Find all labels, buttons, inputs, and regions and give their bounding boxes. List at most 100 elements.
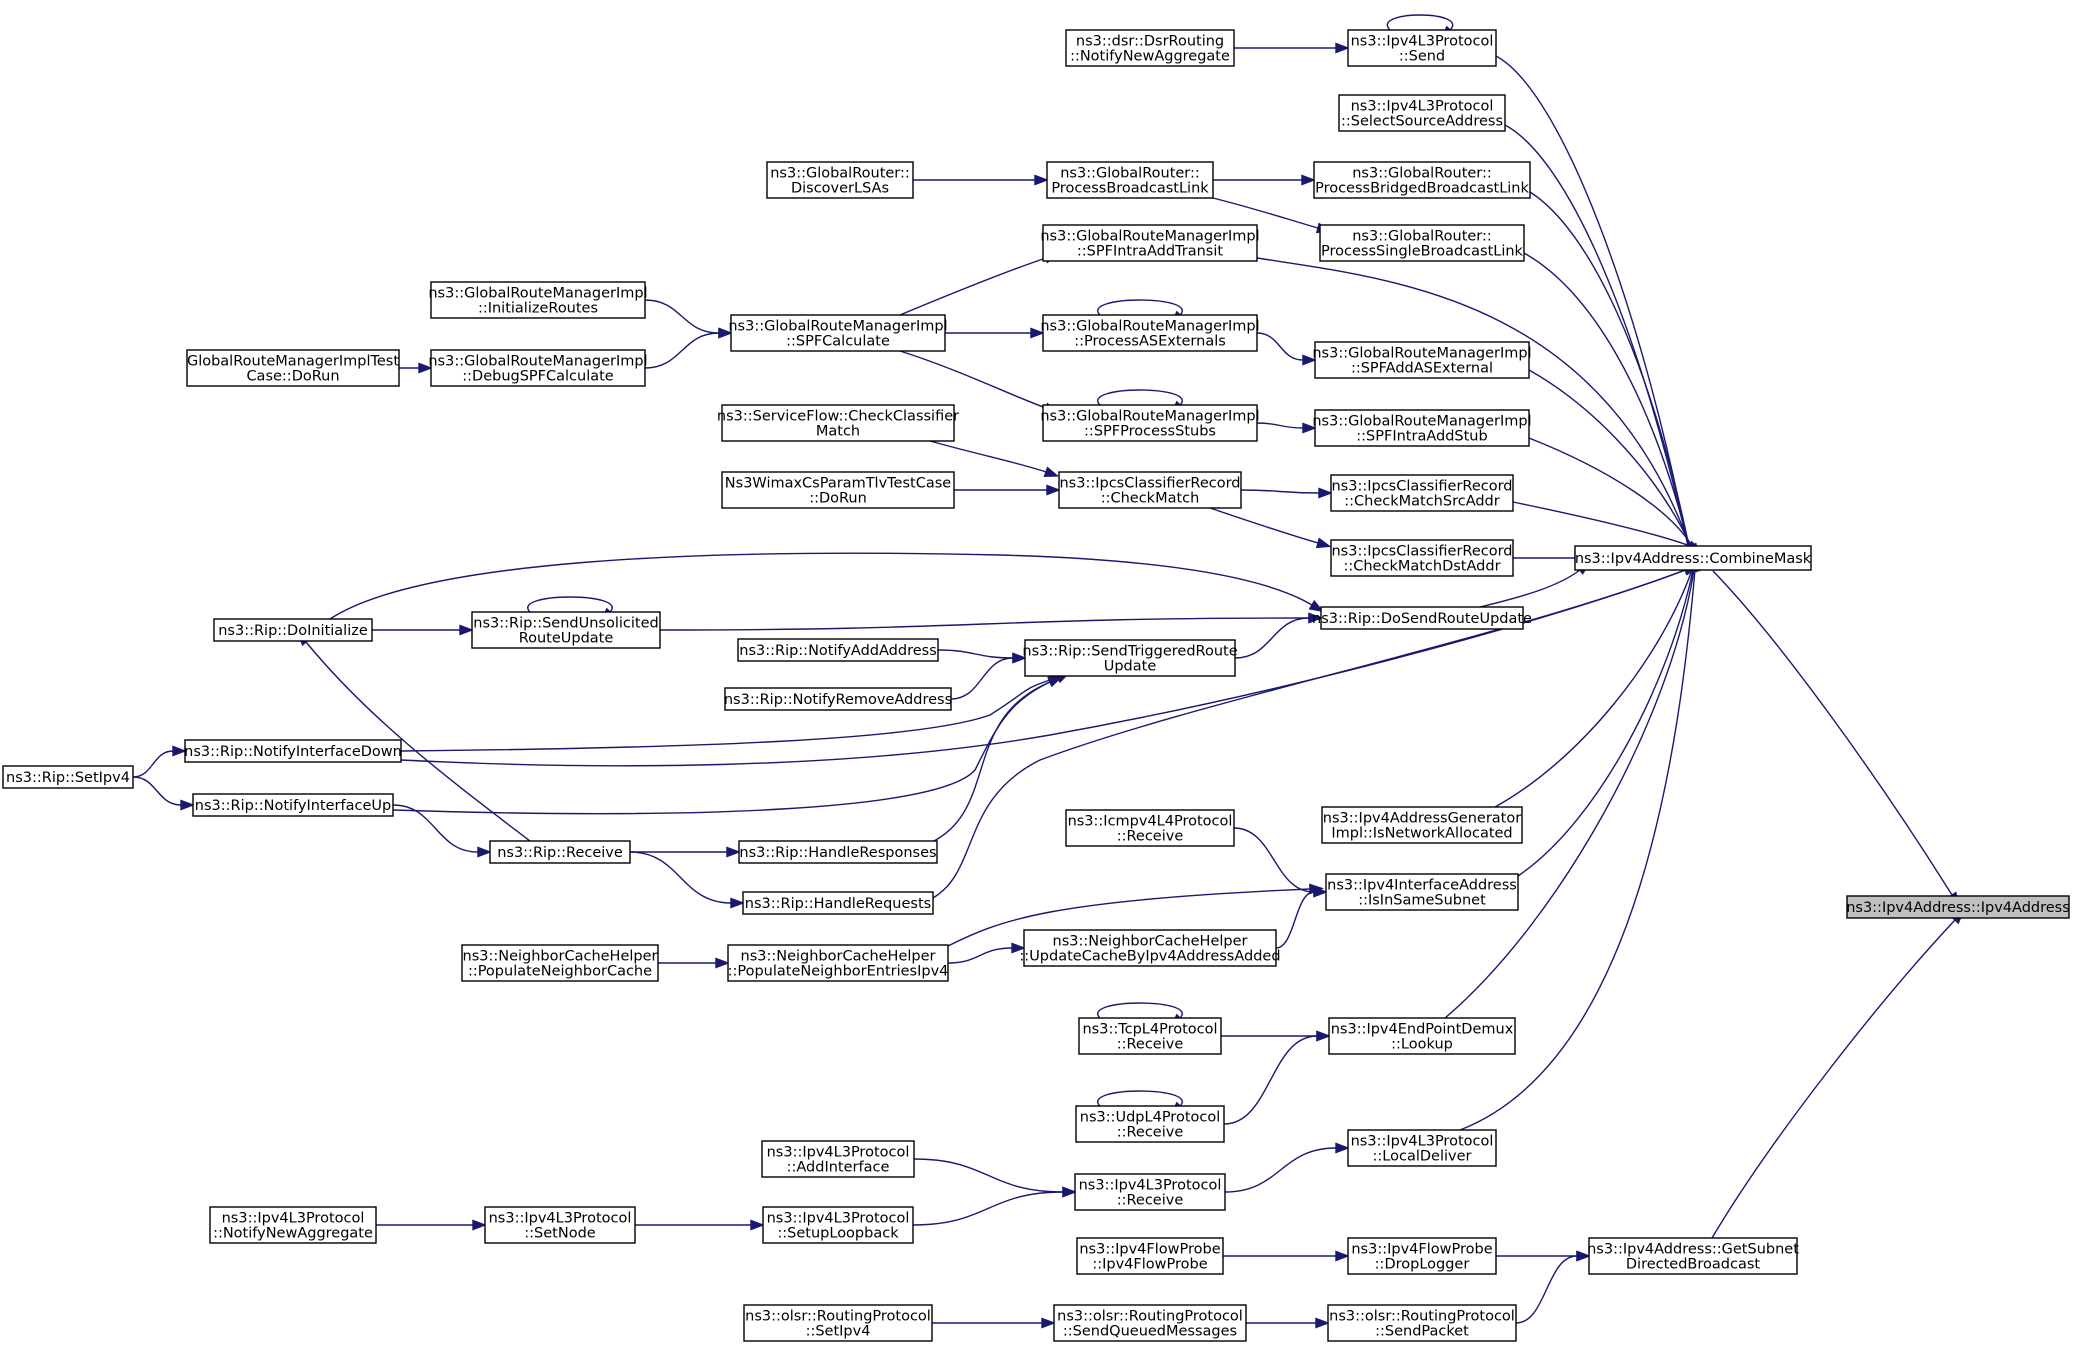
node-tcp-receive[interactable]: ns3::TcpL4Protocol::Receive — [1078, 1017, 1222, 1055]
edge-rip-receive-to-rip-handle-requests-arrowhead — [730, 897, 745, 909]
node-label-line: ns3::GlobalRouteManagerImpl — [1040, 319, 1259, 335]
node-spf-process-stubs[interactable]: ns3::GlobalRouteManagerImpl::SPFProcessS… — [1040, 404, 1260, 442]
node-label-line: ::SendPacket — [1375, 1324, 1469, 1340]
node-label-line: ::SendQueuedMessages — [1063, 1324, 1237, 1340]
node-ipv4l3-set-node[interactable]: ns3::Ipv4L3Protocol::SetNode — [484, 1206, 636, 1244]
node-local-deliver[interactable]: ns3::Ipv4L3Protocol::LocalDeliver — [1347, 1129, 1497, 1167]
node-label-line: ::CheckMatchDstAddr — [1343, 559, 1500, 575]
node-rip-notify-remove-address[interactable]: ns3::Rip::NotifyRemoveAddress — [724, 687, 952, 711]
edge-check-classifier-match-to-check-match — [929, 440, 1060, 478]
edge-olsr-send-queued-messages-to-olsr-send-packet-arrowhead — [1315, 1317, 1330, 1329]
node-label-line: ns3::GlobalRouter:: — [770, 166, 910, 182]
edge-olsr-set-ipv4-to-olsr-send-queued-messages-arrowhead — [1041, 1317, 1056, 1329]
node-udp-receive[interactable]: ns3::UdpL4Protocol::Receive — [1075, 1105, 1225, 1143]
node-spf-intra-add-stub[interactable]: ns3::GlobalRouteManagerImpl::SPFIntraAdd… — [1312, 409, 1532, 447]
node-setup-loopback[interactable]: ns3::Ipv4L3Protocol::SetupLoopback — [762, 1206, 914, 1244]
edge-rip-send-unsolicited-route-update-to-rip-do-send-route-update — [659, 612, 1323, 631]
node-label-line: Update — [1104, 659, 1157, 675]
node-label-line: ns3::Ipv4L3Protocol — [767, 1211, 910, 1227]
node-label-line: ProcessBridgedBroadcastLink — [1315, 181, 1529, 197]
node-update-cache-by-ipv4-address-added[interactable]: ns3::NeighborCacheHelper::UpdateCacheByI… — [1019, 929, 1281, 967]
node-initialize-routes[interactable]: ns3::GlobalRouteManagerImpl::InitializeR… — [428, 281, 648, 319]
node-address-generator-is-network-allocated[interactable]: ns3::Ipv4AddressGeneratorImpl::IsNetwork… — [1321, 806, 1523, 844]
node-ipv4l3-send[interactable]: ns3::Ipv4L3Protocol::Send — [1347, 29, 1497, 67]
edge-spf-calculate-to-spf-intra-add-transit — [899, 252, 1060, 316]
node-label-line: ::Ipv4FlowProbe — [1092, 1257, 1207, 1273]
node-process-single-broadcast-link[interactable]: ns3::GlobalRouter::ProcessSingleBroadcas… — [1319, 224, 1525, 262]
node-label-line: ns3::Ipv4FlowProbe — [1079, 1242, 1220, 1258]
node-box — [1313, 161, 1531, 199]
node-label-line: ns3::Rip::HandleRequests — [745, 896, 931, 912]
node-rip-do-initialize[interactable]: ns3::Rip::DoInitialize — [213, 618, 373, 642]
node-label-line: ::SetupLoopback — [777, 1226, 899, 1242]
node-rip-do-send-route-update[interactable]: ns3::Rip::DoSendRouteUpdate — [1312, 606, 1532, 630]
node-select-source-address[interactable]: ns3::Ipv4L3Protocol::SelectSourceAddress — [1338, 94, 1506, 132]
node-box — [430, 281, 646, 319]
node-label-line: ::Lookup — [1391, 1037, 1453, 1053]
node-box — [1024, 639, 1236, 677]
node-flow-probe-ctor[interactable]: ns3::Ipv4FlowProbe::Ipv4FlowProbe — [1076, 1237, 1224, 1275]
node-populate-neighbor-entries-ipv4[interactable]: ns3::NeighborCacheHelper::PopulateNeighb… — [727, 944, 949, 982]
node-process-bridged-broadcast-link[interactable]: ns3::GlobalRouter::ProcessBridgedBroadca… — [1313, 161, 1531, 199]
node-label-line: ns3::ServiceFlow::CheckClassifier — [717, 409, 959, 425]
node-label-line: ::CheckMatchSrcAddr — [1344, 494, 1500, 510]
node-dsr-notify-new-aggregate[interactable]: ns3::dsr::DsrRouting::NotifyNewAggregate — [1065, 29, 1235, 67]
node-add-interface[interactable]: ns3::Ipv4L3Protocol::AddInterface — [761, 1140, 915, 1178]
node-label-line: ::SetIpv4 — [806, 1324, 871, 1340]
node-check-match-src-addr[interactable]: ns3::IpcsClassifierRecord::CheckMatchSrc… — [1330, 474, 1514, 512]
node-spf-add-as-external[interactable]: ns3::GlobalRouteManagerImpl::SPFAddASExt… — [1312, 341, 1532, 379]
node-ipv4l3-notify-new-aggregate[interactable]: ns3::Ipv4L3Protocol::NotifyNewAggregate — [209, 1206, 377, 1244]
node-ipv4l3-receive[interactable]: ns3::Ipv4L3Protocol::Receive — [1074, 1173, 1226, 1211]
edge-rip-receive-to-rip-handle-requests — [629, 851, 745, 909]
node-is-in-same-subnet[interactable]: ns3::Ipv4InterfaceAddress::IsInSameSubne… — [1325, 873, 1519, 911]
node-box — [461, 944, 659, 982]
edge-check-match-to-check-match-dst-addr-arrowhead — [1315, 537, 1332, 549]
node-box — [1320, 606, 1524, 630]
node-label-line: ns3::GlobalRouteManagerImpl — [1040, 409, 1259, 425]
node-label-line: RouteUpdate — [519, 631, 614, 647]
node-check-match-dst-addr[interactable]: ns3::IpcsClassifierRecord::CheckMatchDst… — [1330, 539, 1514, 577]
edge-spf-calculate-to-spf-process-stubs — [899, 350, 1060, 413]
node-populate-neighbor-cache[interactable]: ns3::NeighborCacheHelper::PopulateNeighb… — [461, 944, 659, 982]
node-spf-intra-add-transit[interactable]: ns3::GlobalRouteManagerImpl::SPFIntraAdd… — [1040, 224, 1260, 262]
node-discover-lsas[interactable]: ns3::GlobalRouter::DiscoverLSAs — [766, 161, 914, 199]
node-box — [484, 1206, 636, 1244]
node-rip-notify-add-address[interactable]: ns3::Rip::NotifyAddAddress — [737, 638, 939, 662]
node-olsr-send-queued-messages[interactable]: ns3::olsr::RoutingProtocol::SendQueuedMe… — [1053, 1304, 1247, 1342]
node-wimax-test-do-run[interactable]: Ns3WimaxCsParamTlvTestCase::DoRun — [721, 471, 955, 509]
edge-flow-probe-ctor-to-flow-probe-drop-logger — [1223, 1250, 1350, 1262]
edge-olsr-send-packet-to-get-subnet-directed-broadcast — [1515, 1250, 1591, 1324]
node-icmpv4-receive[interactable]: ns3::Icmpv4L4Protocol::Receive — [1065, 809, 1235, 847]
node-box — [724, 687, 952, 711]
node-label-line: ProcessSingleBroadcastLink — [1321, 244, 1524, 260]
edge-combinemask-to-target — [1712, 570, 1960, 907]
node-debug-spf-calculate[interactable]: ns3::GlobalRouteManagerImpl::DebugSPFCal… — [428, 349, 648, 387]
node-process-broadcast-link[interactable]: ns3::GlobalRouter::ProcessBroadcastLink — [1046, 161, 1214, 199]
node-rip-notify-interface-up[interactable]: ns3::Rip::NotifyInterfaceUp — [192, 793, 394, 817]
node-olsr-send-packet[interactable]: ns3::olsr::RoutingProtocol::SendPacket — [1327, 1304, 1517, 1342]
node-spf-calculate[interactable]: ns3::GlobalRouteManagerImpl::SPFCalculat… — [728, 314, 948, 352]
node-check-match[interactable]: ns3::IpcsClassifierRecord::CheckMatch — [1058, 471, 1242, 509]
node-label-line: ::Receive — [1117, 829, 1184, 845]
node-label-line: ns3::IpcsClassifierRecord — [1331, 544, 1512, 560]
node-box — [1319, 224, 1525, 262]
node-rip-handle-responses[interactable]: ns3::Rip::HandleResponses — [738, 840, 938, 864]
node-rip-set-ipv4[interactable]: ns3::Rip::SetIpv4 — [2, 765, 134, 789]
node-rip-handle-requests[interactable]: ns3::Rip::HandleRequests — [742, 891, 934, 915]
node-target[interactable]: ns3::Ipv4Address::Ipv4Address — [1846, 895, 2070, 919]
node-label-line: ::SPFCalculate — [786, 334, 890, 350]
node-box — [721, 404, 955, 442]
node-process-as-externals[interactable]: ns3::GlobalRouteManagerImpl::ProcessASEx… — [1040, 314, 1260, 352]
node-rip-notify-interface-down[interactable]: ns3::Rip::NotifyInterfaceDown — [184, 739, 402, 763]
node-rip-receive[interactable]: ns3::Rip::Receive — [489, 840, 631, 864]
node-flow-probe-drop-logger[interactable]: ns3::Ipv4FlowProbe::DropLogger — [1347, 1237, 1497, 1275]
edge-ipv4l3-set-node-to-setup-loopback-arrowhead — [750, 1219, 765, 1231]
node-olsr-set-ipv4[interactable]: ns3::olsr::RoutingProtocol::SetIpv4 — [743, 1304, 933, 1342]
node-endpoint-demux-lookup[interactable]: ns3::Ipv4EndPointDemux::Lookup — [1328, 1017, 1516, 1055]
node-get-subnet-directed-broadcast[interactable]: ns3::Ipv4Address::GetSubnetDirectedBroad… — [1587, 1237, 1799, 1275]
node-combine-mask[interactable]: ns3::Ipv4Address::CombineMask — [1574, 545, 1812, 571]
